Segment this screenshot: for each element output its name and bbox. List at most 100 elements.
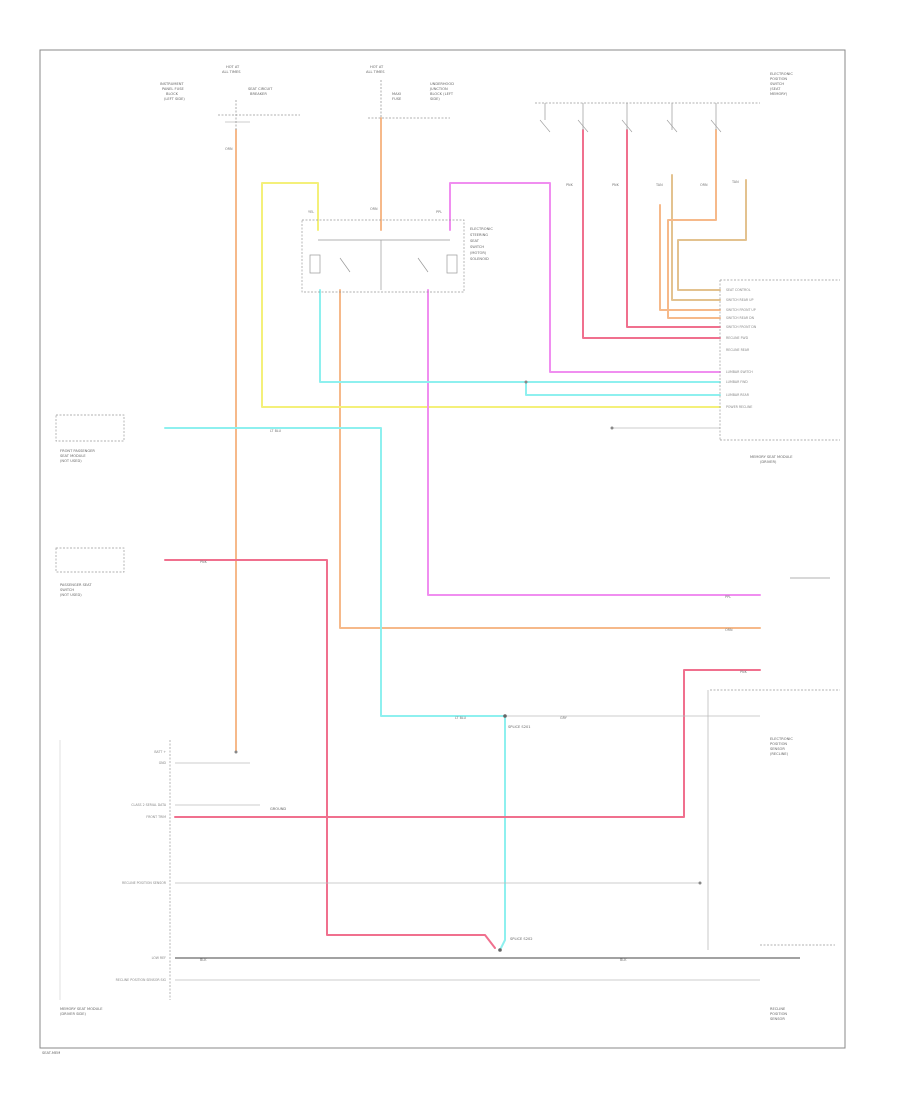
right-pin-label: LUMBAR REAR	[726, 393, 750, 397]
connector-dot	[524, 380, 528, 384]
bottom-pin-label: FRONT TRIM	[146, 815, 166, 819]
connector-dot	[234, 750, 238, 754]
underhood-label-2: JUNCTION	[429, 87, 448, 91]
left-box2-label-1: PASSENGER SEAT	[60, 583, 92, 587]
wire-tag-yellow: YEL	[308, 210, 314, 214]
right-mid-sensor	[710, 577, 840, 691]
right-mid-label-2: POSITION	[770, 742, 787, 746]
diagram-frame	[39, 49, 846, 1049]
bottom-right-label-2: POSITION	[770, 1012, 787, 1016]
right-pin-label: SWITCH FRONT UP	[726, 308, 756, 312]
fuse-left-label-b: PANEL FUSE	[162, 87, 184, 91]
splice-bottom-dot	[498, 948, 502, 952]
left-box-label-1: FRONT PASSENGER	[60, 449, 95, 453]
circuit-left-label: SEAT CIRCUIT	[248, 87, 273, 91]
left-passenger-box	[55, 414, 125, 442]
underhood-label-3: BLOCK (LEFT	[430, 92, 454, 96]
bottom-left-label-2: (DRIVER SIDE)	[60, 1012, 86, 1016]
wire-tag-black-2: BLK	[620, 958, 627, 962]
bottom-left-module	[59, 740, 171, 1000]
wire-cyan-left	[164, 427, 506, 951]
wire-tag-violet: PPL	[436, 210, 442, 214]
wire-orange-switch-out	[339, 289, 761, 629]
right-mid-label-3: SENSOR	[770, 747, 785, 751]
wire-cyan-switch-2	[525, 381, 721, 396]
top-right-label-5: MEMORY)	[770, 92, 788, 96]
fuse-mid-label-2: FUSE	[392, 97, 402, 101]
wire-tag-cyan-2: LT BLU	[455, 716, 467, 720]
right-pin-labels: SEAT CONTROL SWITCH REAR UP SWITCH FRONT U…	[726, 288, 757, 409]
left-box-label-3: (NOT USED)	[60, 459, 82, 463]
connector-dot	[610, 426, 614, 430]
right-pin-label: POWER RECLINE	[726, 405, 752, 409]
wire-tag-pink-tr: PNK	[566, 183, 574, 187]
left-switch-box	[55, 547, 125, 573]
bottom-pin-label: GND	[159, 761, 167, 765]
connector-dot	[698, 881, 702, 885]
wire-tag-orange-2: ORN	[370, 207, 378, 211]
wire-tag-gray: GRY	[560, 716, 568, 720]
footer-code: SEAT-MEM	[42, 1051, 60, 1055]
top-right-label-1: ELECTRONIC	[770, 72, 793, 76]
right-pin-label: RECLINE FWD	[726, 336, 749, 340]
position-switch-group	[535, 102, 760, 133]
wire-pink-bottom	[174, 669, 761, 818]
wire-cyan-switch	[319, 289, 721, 383]
bottom-pin-label: RECLINE POSITION SENSOR	[122, 881, 167, 885]
center-switch-label-3: SEAT	[470, 239, 480, 243]
ground-note: GROUND	[270, 807, 286, 811]
top-right-label-3: SWITCH	[770, 82, 784, 86]
right-mid-label-1: ELECTRONIC	[770, 737, 793, 741]
bottom-pin-label: RECLINE POSITION SENSOR SIG	[116, 978, 167, 982]
center-switch-label-6: SOLENOID	[470, 257, 489, 261]
left-box2-label-3: (NOT USED)	[60, 593, 82, 597]
wire-tag-pink-2: PNK	[740, 670, 748, 674]
bottom-pin-label: BATT +	[154, 750, 166, 754]
center-switch-box	[301, 219, 465, 293]
splice-bottom-label: SPLICE S202	[510, 937, 533, 941]
splice-mid-dot	[503, 714, 507, 718]
right-mid-label-4: (RECLINE)	[770, 752, 789, 756]
right-pin-label: SWITCH REAR UP	[726, 298, 753, 302]
splice-mid-label: SPLICE S201	[508, 725, 531, 729]
wire-yellow	[261, 182, 721, 408]
wire-tag-tan-tr-2: TAN	[731, 180, 739, 184]
underhood-label-4: SIDE)	[430, 97, 440, 101]
wire-orange-tr-1	[659, 204, 721, 311]
top-left-hot-1: HOT AT	[226, 65, 240, 69]
fuse-mid	[368, 80, 450, 119]
top-mid-hot-1: HOT AT	[370, 65, 384, 69]
breaker-left-label: BREAKER	[250, 92, 267, 96]
top-mid-hot-2: ALL TIMES	[366, 70, 385, 74]
seat-module-right-label-1: MEMORY SEAT MODULE	[750, 455, 793, 459]
wire-violet-top	[449, 182, 721, 373]
wire-pink-tr-2	[626, 129, 721, 328]
wire-tan-tr-1	[671, 174, 721, 301]
top-right-label-2: POSITION	[770, 77, 787, 81]
right-pin-label: RECLINE REAR	[726, 348, 750, 352]
fuse-left-label-d: (LEFT SIDE)	[164, 97, 185, 101]
bottom-left-label-1: MEMORY SEAT MODULE	[60, 1007, 103, 1011]
wire-tag-orange: ORN	[225, 147, 233, 151]
wire-tag-orange-tr: ORN	[700, 183, 708, 187]
underhood-label-1: UNDERHOOD	[430, 82, 454, 86]
right-pin-label: LUMBAR SWITCH	[726, 370, 753, 374]
bottom-right-label-3: SENSOR	[770, 1017, 785, 1021]
fuse-mid-label: MAXI	[392, 92, 401, 96]
wire-tan-tr-2	[677, 179, 747, 291]
wire-tag-pink: PNK	[200, 560, 208, 564]
center-switch-label-5: (MOTOR)	[470, 251, 487, 255]
center-switch-label-1: ELECTRONIC	[470, 227, 493, 231]
wire-tag-cyan: LT BLU	[270, 429, 282, 433]
seat-module-right-label-2: (DRIVER)	[760, 460, 777, 464]
right-seat-module	[719, 279, 840, 441]
wire-pink-left	[164, 559, 496, 949]
right-pin-label: SEAT CONTROL	[726, 288, 751, 292]
bottom-pin-label: LOW REF	[152, 956, 167, 960]
fuse-left-label-a: INSTRUMENT	[160, 82, 184, 86]
fuse-left-label-c: BLOCK	[166, 92, 179, 96]
left-box-label-2: SEAT MODULE	[60, 454, 86, 458]
wire-tag-tan-tr: TAN	[655, 183, 663, 187]
